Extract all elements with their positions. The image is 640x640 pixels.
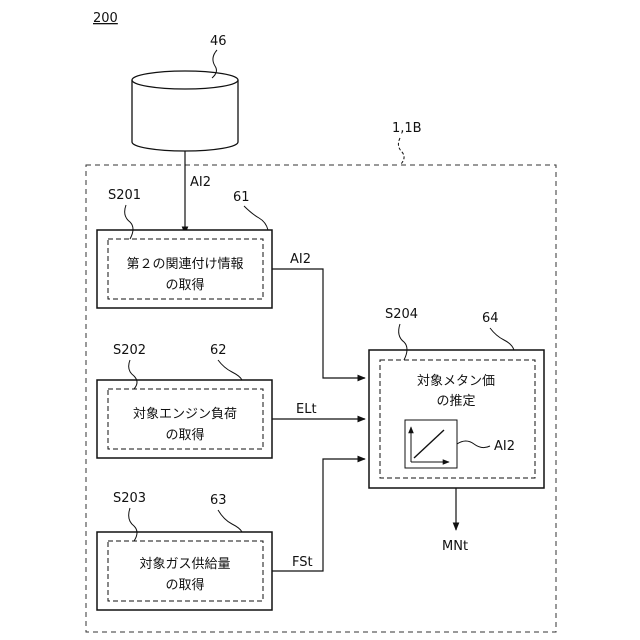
step-s204-line2: の推定 — [436, 394, 475, 409]
step-s202-ref: 62 — [210, 343, 227, 358]
step-s203-line2: の取得 — [165, 577, 204, 593]
step-s203-ref: 63 — [210, 493, 227, 508]
s204-output-label: MNt — [442, 539, 468, 554]
step-s201-ref-leader — [244, 206, 268, 230]
model-graph-icon — [405, 420, 457, 468]
step-s201-line2: の取得 — [165, 277, 204, 293]
step-s201-ref: 61 — [233, 190, 250, 205]
s203-to-s204-arrow — [272, 459, 365, 571]
figure-number: 200 — [93, 11, 118, 26]
input-label: AI2 — [190, 175, 211, 190]
step-s204-line1: 対象メタン価 — [417, 374, 495, 389]
step-s203-line1: 対象ガス供給量 — [139, 557, 230, 572]
step-s204-ref: 64 — [482, 311, 499, 326]
s201-output-label: AI2 — [290, 252, 311, 267]
step-s202-line1: 対象エンジン負荷 — [133, 407, 237, 422]
system-ref-label: 1,1B — [392, 121, 422, 136]
step-s201-line1: 第２の関連付け情報 — [126, 257, 243, 272]
system-ref-leader — [398, 138, 404, 165]
database-ref-label: 46 — [210, 34, 227, 49]
s203-output-label: FSt — [292, 555, 313, 570]
step-s203-id: S203 — [113, 491, 146, 506]
s201-to-s204-arrow — [272, 269, 365, 378]
step-s204-ref-leader — [490, 328, 514, 350]
step-s202-line2: の取得 — [165, 427, 204, 443]
s202-output-label: ELt — [296, 402, 317, 417]
step-s202-ref-leader — [218, 360, 242, 380]
database-cylinder — [132, 71, 238, 151]
step-s201-id: S201 — [108, 188, 141, 203]
step-s203-ref-leader — [218, 510, 242, 532]
step-s202-id: S202 — [113, 343, 146, 358]
step-s204-id: S204 — [385, 307, 418, 322]
model-label: AI2 — [494, 439, 515, 454]
